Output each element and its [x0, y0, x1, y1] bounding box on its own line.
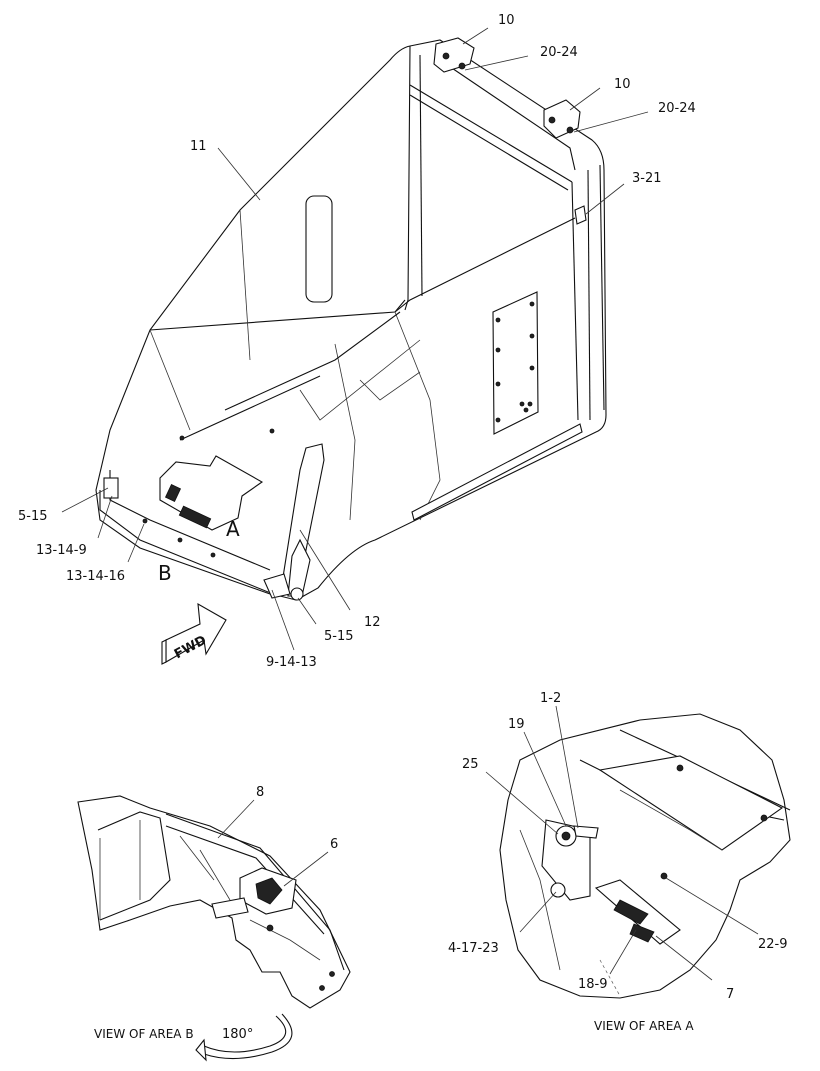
label-12: 12: [364, 615, 381, 630]
label-5-15-left: 5-15: [18, 509, 48, 524]
label-11: 11: [190, 139, 207, 154]
area-a-marker: A: [226, 517, 240, 541]
label-10-top: 10: [498, 13, 515, 28]
label-22-9: 22-9: [758, 937, 788, 952]
label-3-21: 3-21: [632, 171, 662, 186]
view-a-plate: [598, 755, 784, 851]
label-13-14-16: 13-14-16: [66, 569, 125, 584]
label-4-17-23: 4-17-23: [448, 941, 499, 956]
view-b-caption: VIEW OF AREA B: [94, 1027, 194, 1041]
view-b-leaders: [217, 799, 329, 887]
bottom-rail: [411, 423, 583, 521]
label-5-15-right: 5-15: [324, 629, 354, 644]
label-8: 8: [256, 785, 264, 800]
shell-window-left: [305, 195, 333, 303]
label-10-mid: 10: [614, 77, 631, 92]
label-9-14-13: 9-14-13: [266, 655, 317, 670]
label-20-24-mid: 20-24: [658, 101, 696, 116]
main-view-drawing: [95, 37, 607, 665]
fwd-arrow: [165, 602, 227, 663]
side-bracket: [574, 205, 587, 225]
label-6: 6: [330, 837, 338, 852]
access-plate: [492, 291, 539, 435]
label-13-14-9: 13-14-9: [36, 543, 87, 558]
label-18-9: 18-9: [578, 977, 608, 992]
rotation-label: 180°: [222, 1027, 253, 1042]
label-7: 7: [726, 987, 734, 1002]
left-latch: [103, 477, 119, 499]
main-leader-lines: [61, 27, 649, 651]
label-25: 25: [462, 757, 479, 772]
main-view-labels: 10 20-24 10 20-24 11 3-21 5-15 13-14-9 1…: [18, 13, 696, 670]
view-b-labels: 8 6 VIEW OF AREA B 180°: [94, 785, 338, 1042]
label-1-2: 1-2: [540, 691, 561, 706]
hinge-block: [263, 573, 291, 599]
view-a-leaders: [485, 705, 759, 981]
view-a-drawing: [499, 713, 791, 999]
view-a-caption: VIEW OF AREA A: [594, 1019, 694, 1033]
label-20-24-top: 20-24: [540, 45, 578, 60]
view-a-labels: 1-2 19 25 4-17-23 22-9 18-9 7 VIEW OF AR…: [448, 691, 788, 1033]
top-hinge-1: [433, 37, 475, 73]
label-19: 19: [508, 717, 525, 732]
view-b-drawing: [77, 795, 351, 1062]
area-b-marker: B: [158, 561, 172, 585]
